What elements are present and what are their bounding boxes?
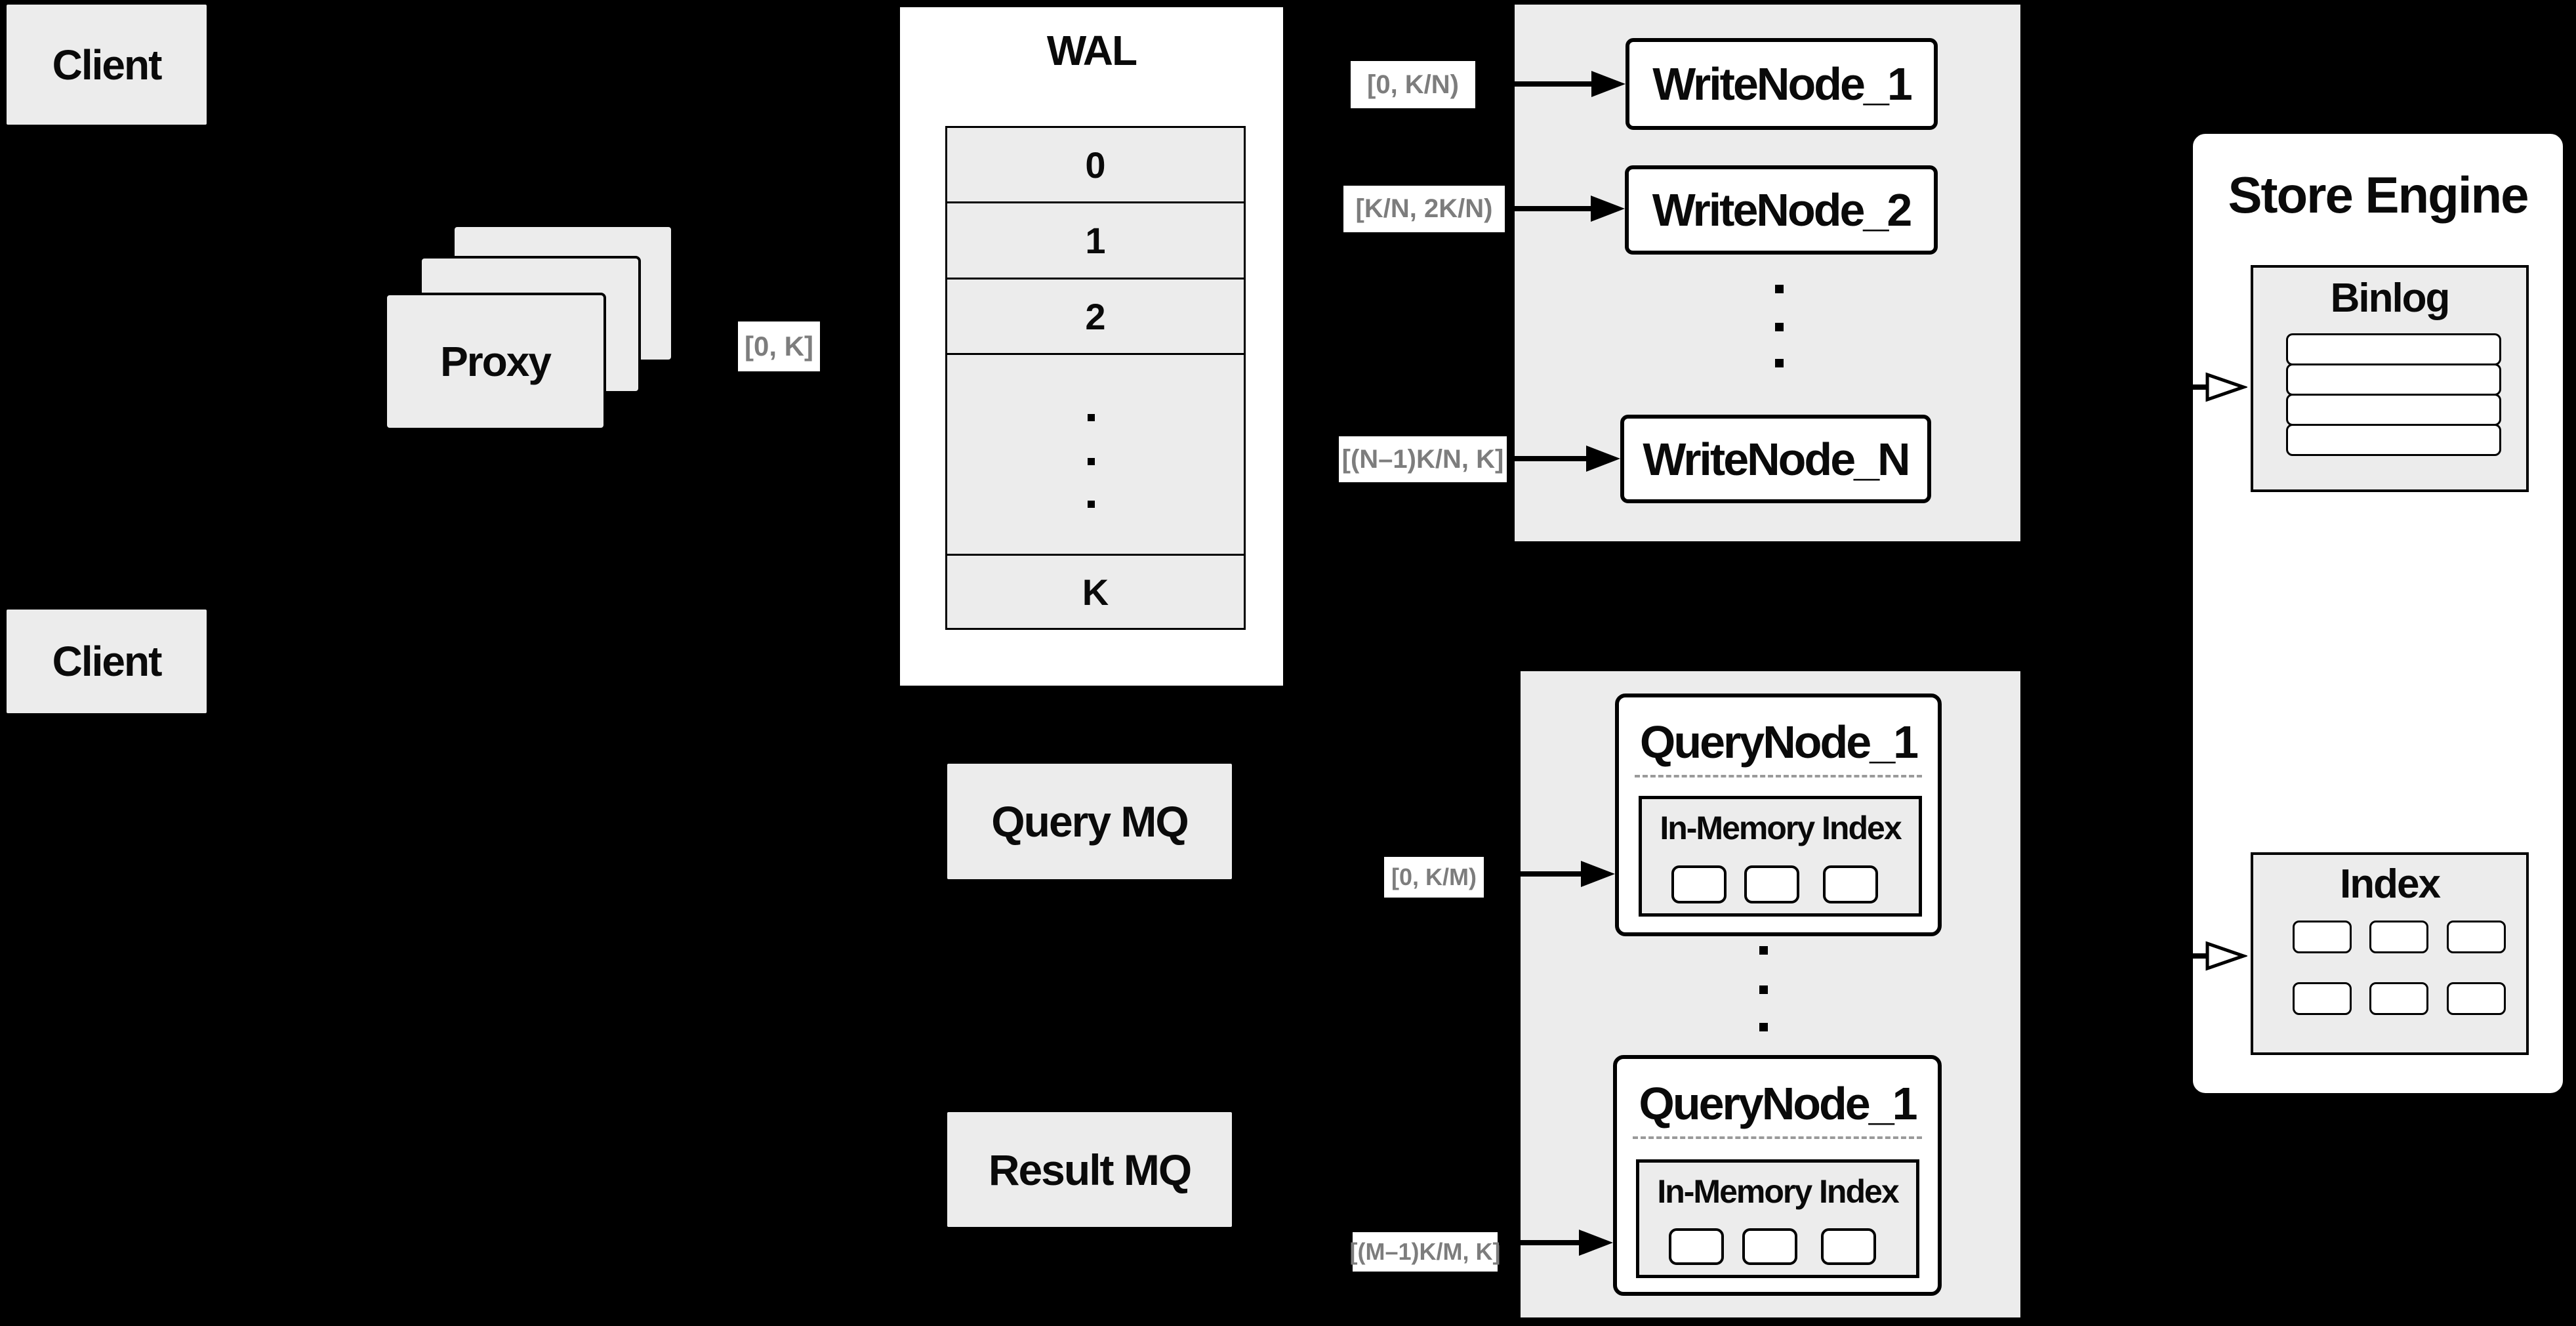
ellipsis-dot [1775, 285, 1784, 293]
binlog-row [2286, 333, 2501, 365]
store-engine-title: Store Engine [2228, 166, 2529, 224]
query-range-label-2: [(M–1)K/M, K] [1350, 1232, 1501, 1272]
memory-segment [1669, 1228, 1724, 1265]
write-node-2-label: WriteNode_2 [1652, 184, 1913, 236]
write-range-label-1: [0, K/N) [1351, 61, 1475, 108]
write-node-n-label: WriteNode_N [1643, 433, 1910, 485]
client-top-box: Client [7, 5, 207, 125]
wal-row-2: 2 [945, 278, 1246, 355]
memory-segment [1742, 1228, 1797, 1265]
ellipsis-dot [1759, 946, 1768, 955]
query-mq-label: Query MQ [991, 797, 1189, 846]
ellipsis-dot [1759, 1023, 1768, 1031]
write-node-n: WriteNode_N [1620, 415, 1931, 503]
ellipsis-dot [1775, 323, 1784, 331]
write-node-1-label: WriteNode_1 [1652, 58, 1913, 110]
ellipsis-dot [1088, 458, 1095, 465]
index-cell [2447, 982, 2506, 1015]
binlog-row [2286, 424, 2501, 456]
index-title: Index [2340, 861, 2441, 907]
query-node-2-title: QueryNode_1 [1639, 1078, 1917, 1129]
result-mq-label: Result MQ [988, 1145, 1192, 1194]
memory-segment [1671, 865, 1727, 903]
wal-row-0: 0 [945, 126, 1246, 203]
proxy-card-front: Proxy [384, 293, 606, 430]
proxy-label: Proxy [440, 338, 552, 385]
binlog-row [2286, 363, 2501, 396]
write-range-label-3: [(N–1)K/N, K] [1339, 436, 1507, 482]
ellipsis-dot [1088, 501, 1095, 508]
client-bottom-label: Client [52, 638, 163, 685]
in-memory-index-title: In-Memory Index [1660, 810, 1902, 846]
dashed-divider [1633, 1136, 1922, 1139]
query-node-2: QueryNode_1 In-Memory Index [1613, 1055, 1942, 1296]
binlog-box: Binlog [2251, 265, 2529, 492]
index-box: Index [2251, 852, 2529, 1055]
query-node-1-title: QueryNode_1 [1639, 716, 1919, 768]
dashed-divider [1635, 775, 1922, 777]
result-mq-box: Result MQ [947, 1112, 1232, 1227]
ellipsis-dot [1775, 359, 1784, 367]
binlog-rows [2286, 333, 2501, 456]
write-node-1: WriteNode_1 [1625, 38, 1938, 130]
memory-segment [1821, 1228, 1876, 1265]
wal-row-ellipsis [945, 353, 1246, 556]
index-cell [2369, 982, 2428, 1015]
in-memory-index-box-2: In-Memory Index [1636, 1159, 1919, 1278]
memory-segment [1823, 865, 1878, 903]
proxy-range-label: [0, K] [738, 321, 820, 371]
in-memory-index-box-1: In-Memory Index [1639, 796, 1922, 917]
wal-box: WAL 0 1 2 K [897, 5, 1286, 688]
query-range-label-1: [0, K/M) [1384, 857, 1484, 898]
index-cell [2293, 982, 2352, 1015]
query-node-1: QueryNode_1 In-Memory Index [1615, 694, 1942, 936]
in-memory-index-title: In-Memory Index [1657, 1173, 1899, 1210]
index-cell [2293, 921, 2352, 953]
binlog-title: Binlog [2330, 276, 2451, 321]
client-top-label: Client [52, 41, 163, 89]
client-bottom-box: Client [7, 610, 207, 713]
write-node-2: WriteNode_2 [1625, 165, 1938, 255]
index-cell [2447, 921, 2506, 953]
wal-row-1: 1 [945, 201, 1246, 280]
wal-row-k: K [945, 554, 1246, 630]
wal-table: 0 1 2 K [945, 126, 1246, 630]
wal-title: WAL [1046, 27, 1137, 74]
ellipsis-dot [1088, 414, 1095, 421]
index-cell [2369, 921, 2428, 953]
ellipsis-dot [1759, 985, 1768, 994]
query-mq-box: Query MQ [947, 764, 1232, 879]
write-range-label-2: [K/N, 2K/N) [1343, 186, 1505, 232]
binlog-row [2286, 394, 2501, 426]
store-engine-box: Store Engine Binlog Index [2190, 131, 2566, 1096]
memory-segment [1744, 865, 1799, 903]
